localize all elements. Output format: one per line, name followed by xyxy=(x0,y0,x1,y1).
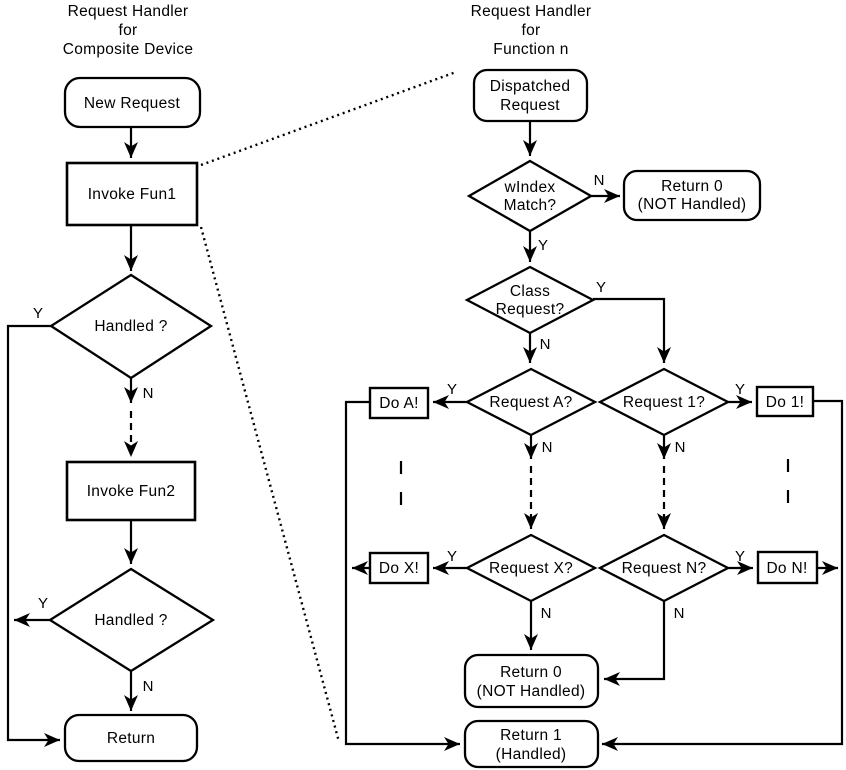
decision-windex-line1: wIndex xyxy=(504,179,556,196)
decision-windex-line2: Match? xyxy=(504,197,557,214)
node-do-a: Do A! xyxy=(368,386,430,420)
node-do-a-label: Do A! xyxy=(379,395,418,412)
decision-class-line2: Request? xyxy=(496,301,565,318)
decision-request-x: Request X? xyxy=(464,533,598,603)
node-return: Return xyxy=(63,713,199,763)
node-return0-bottom-line2: (NOT Handled) xyxy=(477,683,586,700)
node-return0-bottom-line1: Return 0 xyxy=(500,664,562,681)
left-flowchart: Request Handler for Composite Device New… xyxy=(6,3,216,763)
edge-requestn-no-to-return0 xyxy=(604,601,666,686)
label-no-request-1: N xyxy=(675,439,686,456)
node-do-n: Do N! xyxy=(756,550,819,585)
node-invoke-fun2: Invoke Fun2 xyxy=(65,460,197,522)
label-no-class: N xyxy=(540,336,551,353)
right-title-line-2: for xyxy=(522,22,541,39)
edge-class-yes-to-request1 xyxy=(593,297,671,363)
node-return1: Return 1 (Handled) xyxy=(463,719,600,769)
decision-class-request: Class Request? xyxy=(464,265,596,335)
node-invoke-fun2-label: Invoke Fun2 xyxy=(87,483,176,500)
node-return0-top: Return 0 (NOT Handled) xyxy=(622,169,762,222)
label-yes-windex: Y xyxy=(538,237,548,254)
node-do-1: Do 1! xyxy=(755,385,815,418)
dotted-line-top xyxy=(200,70,457,167)
edge-do1-to-return1 xyxy=(602,399,844,751)
label-no-handled-2: N xyxy=(143,678,154,695)
node-return0-top-line2: (NOT Handled) xyxy=(638,196,747,213)
label-no-handled-1: N xyxy=(143,385,154,402)
node-do-x-label: Do X! xyxy=(379,560,419,577)
decision-windex-match: wIndex Match? xyxy=(466,159,594,233)
label-yes-request-n: Y xyxy=(735,548,745,565)
label-yes-request-1: Y xyxy=(735,381,745,398)
node-dispatched-request: Dispatched Request xyxy=(472,68,589,123)
left-title-line-2: for xyxy=(119,22,138,39)
label-yes-request-x: Y xyxy=(447,548,457,565)
node-dispatched-request-line1: Dispatched xyxy=(490,78,571,95)
node-return0-top-line1: Return 0 xyxy=(661,178,723,195)
label-yes-handled-2: Y xyxy=(38,595,48,612)
decision-request-x-label: Request X? xyxy=(489,560,573,577)
node-new-request-label: New Request xyxy=(84,95,181,112)
node-return1-line1: Return 1 xyxy=(500,727,562,744)
decision-request-n: Request N? xyxy=(597,533,731,603)
decision-request-a-label: Request A? xyxy=(489,394,572,411)
decision-request-1-label: Request 1? xyxy=(623,394,705,411)
right-title-line-3: Function n xyxy=(493,41,568,58)
decision-handled-2-label: Handled ? xyxy=(94,612,167,629)
decision-handled-2: Handled ? xyxy=(47,567,216,673)
expansion-dotted-lines xyxy=(199,70,457,743)
decision-handled-1: Handled ? xyxy=(48,273,214,380)
decision-request-n-label: Request N? xyxy=(622,560,707,577)
label-no-request-x: N xyxy=(541,605,552,622)
decision-request-1: Request 1? xyxy=(597,367,731,437)
node-new-request: New Request xyxy=(63,76,202,129)
dotted-line-bottom xyxy=(199,226,341,743)
label-no-request-n: N xyxy=(674,605,685,622)
right-flowchart: Request Handler for Function n Dispatche… xyxy=(344,3,844,769)
node-return0-bottom: Return 0 (NOT Handled) xyxy=(463,653,600,709)
left-title-line-3: Composite Device xyxy=(63,41,194,58)
decision-request-a: Request A? xyxy=(464,367,598,437)
node-do-1-label: Do 1! xyxy=(766,394,805,411)
decision-handled-1-label: Handled ? xyxy=(94,318,167,335)
node-dispatched-request-line2: Request xyxy=(500,97,560,114)
node-invoke-fun1: Invoke Fun1 xyxy=(65,161,199,227)
label-yes-handled-1: Y xyxy=(33,305,43,322)
edge-doa-to-return1 xyxy=(344,400,460,751)
label-yes-class: Y xyxy=(596,279,606,296)
label-yes-request-a: Y xyxy=(447,381,457,398)
node-return-label: Return xyxy=(107,730,155,747)
node-do-x: Do X! xyxy=(368,551,430,585)
label-no-request-a: N xyxy=(542,439,553,456)
label-no-windex: N xyxy=(594,172,605,189)
edge-handled1-yes-to-return xyxy=(6,324,60,747)
right-title-line-1: Request Handler xyxy=(471,3,592,20)
decision-class-line1: Class xyxy=(510,283,550,300)
left-title-line-1: Request Handler xyxy=(68,3,189,20)
node-return1-line2: (Handled) xyxy=(496,746,567,763)
node-invoke-fun1-label: Invoke Fun1 xyxy=(88,186,177,203)
node-do-n-label: Do N! xyxy=(766,560,807,577)
